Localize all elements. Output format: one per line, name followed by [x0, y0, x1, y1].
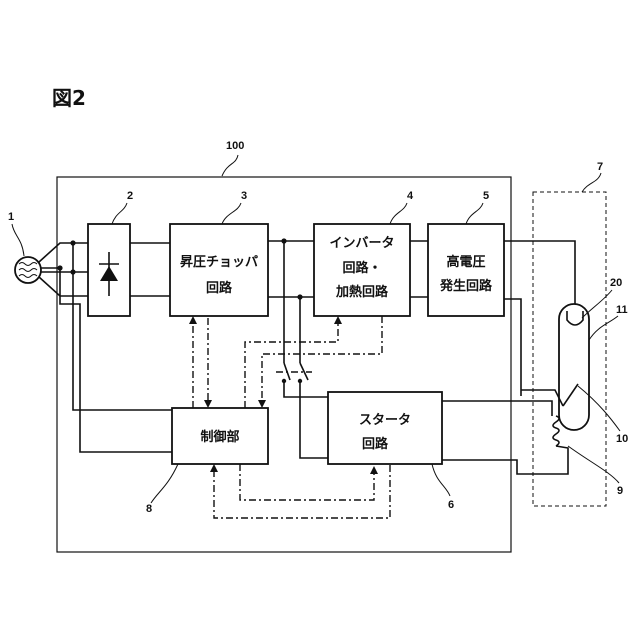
electrode-top-leader [582, 290, 612, 318]
inverter-leader [390, 203, 407, 224]
boost-chopper-block [170, 224, 268, 316]
controller-ref: 8 [146, 503, 152, 515]
lamp-leader [589, 316, 618, 340]
starter-out-top [442, 401, 552, 416]
lamp-ref: 11 [616, 304, 628, 316]
hv-leader [466, 203, 483, 224]
arrow-down-icon [204, 400, 212, 408]
switch-out-left [284, 382, 328, 397]
starter-out-bottom [442, 446, 568, 474]
filament-ref: 9 [617, 485, 623, 497]
node [282, 379, 286, 383]
filament-leader [568, 446, 619, 483]
switch-out-right [300, 382, 328, 458]
ac-source-ref: 1 [8, 211, 14, 223]
starter-label-1: スタータ [359, 413, 411, 428]
rectifier-leader [112, 203, 127, 224]
device-ref: 100 [226, 140, 244, 152]
lamp-unit-leader [582, 173, 601, 192]
starter-ref: 6 [448, 499, 454, 511]
hv-out-top [504, 241, 575, 306]
boost-label-1: 昇圧チョッパ [180, 255, 258, 270]
inverter-ref: 4 [407, 190, 414, 202]
boost-ref: 3 [241, 190, 247, 202]
inverter-label-2: 回路・ [342, 260, 381, 276]
starter-block [328, 392, 442, 464]
lamp-unit-ref: 7 [597, 161, 603, 173]
controller-leader [151, 464, 178, 503]
ctrl-inv-up [245, 322, 338, 408]
starter-label-2: 回路 [362, 436, 389, 452]
hv-label-1: 高電圧 [446, 254, 485, 270]
ac-wire-top [39, 243, 88, 262]
arrow-up-icon [210, 464, 218, 472]
rectifier-ref: 2 [127, 190, 133, 202]
node [298, 379, 302, 383]
ctrl-starter-b [240, 464, 374, 500]
device-leader [222, 155, 238, 176]
arrow-down-icon [258, 400, 266, 408]
arrow-up-icon [370, 466, 378, 474]
hv-ref: 5 [483, 190, 489, 202]
inverter-label-3: 加熱回路 [335, 284, 389, 300]
figure-title: 図2 [52, 86, 86, 110]
high-voltage-block [428, 224, 504, 316]
ac-source-leader [12, 224, 24, 256]
ac-wire-bottom [39, 277, 88, 296]
arrow-up-icon [334, 316, 342, 324]
electrode-top-ref: 20 [610, 277, 622, 289]
starter-leader [432, 464, 450, 496]
inverter-label-1: インバータ [329, 236, 394, 251]
lamp-tube [559, 304, 589, 430]
lamp-wire-in [521, 390, 563, 406]
controller-label: 制御部 [200, 429, 239, 445]
ctrl-inv-down [262, 316, 382, 402]
hv-out-bottom [504, 299, 521, 396]
hv-label-2: 発生回路 [439, 278, 493, 294]
boost-label-2: 回路 [206, 280, 233, 296]
boost-leader [222, 203, 241, 224]
electrode-ref: 10 [616, 433, 628, 445]
filament-coil-icon [553, 416, 559, 446]
arrow-up-icon [189, 316, 197, 324]
ac-source [15, 257, 41, 283]
